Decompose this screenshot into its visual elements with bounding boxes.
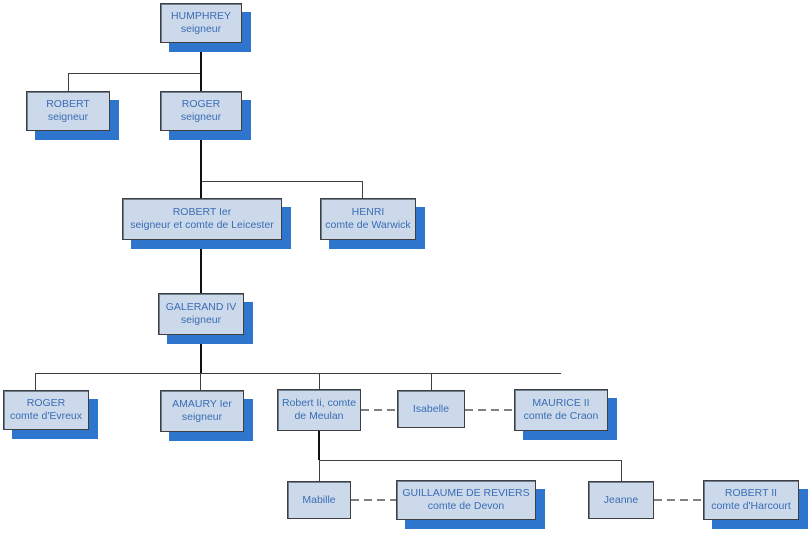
node-robert-ier-leicester[interactable]: ROBERT Ier seigneur et comte de Leiceste… (122, 198, 282, 240)
node-title: Isabelle (412, 402, 450, 415)
connector-to-robert-me (319, 373, 320, 389)
node-subtitle: comte d'Harcourt (711, 500, 791, 512)
node-subtitle: seigneur (180, 314, 222, 326)
node-title: ROBERT (46, 98, 90, 110)
node-subtitle: de Meulan (294, 410, 344, 422)
node-robert-seigneur[interactable]: ROBERT seigneur (26, 91, 110, 131)
connector-to-roger-ev (35, 373, 36, 390)
node-robert-ii-harcourt[interactable]: ROBERT II comte d'Harcourt (703, 480, 799, 520)
node-subtitle: comte de Warwick (325, 219, 411, 231)
connector-roger-down (200, 131, 202, 181)
node-title: GUILLAUME DE REVIERS (402, 487, 530, 499)
node-robert-ii-meulan[interactable]: Robert Ii, comte de Meulan (277, 389, 361, 431)
node-subtitle: comte d'Evreux (9, 410, 83, 422)
node-maurice-ii-craon[interactable]: MAURICE II comte de Craon (514, 389, 608, 431)
connector-bus-gen2 (201, 181, 362, 182)
connector-bus-gen5 (319, 460, 622, 461)
node-roger-evreux[interactable]: ROGER comte d'Evreux (3, 390, 89, 430)
node-title: Mabille (302, 493, 336, 506)
node-henri-warwick[interactable]: HENRI comte de Warwick (320, 198, 416, 240)
node-title: HUMPHREY (170, 10, 232, 22)
node-subtitle: seigneur (180, 23, 222, 35)
connector-bus-gen1 (68, 73, 202, 74)
node-title: HENRI (351, 206, 385, 218)
node-subtitle: seigneur et comte de Leicester (130, 219, 274, 231)
node-roger-seigneur[interactable]: ROGER seigneur (160, 91, 242, 131)
node-title: ROGER (181, 98, 221, 110)
node-subtitle: comte de Craon (523, 410, 599, 422)
node-title: ROBERT II (724, 487, 778, 499)
connector-galerand-down (200, 335, 202, 373)
node-title: MAURICE II (532, 397, 590, 409)
node-humphrey[interactable]: HUMPHREY seigneur (160, 3, 242, 43)
node-title: ROBERT Ier (172, 206, 232, 218)
node-jeanne[interactable]: Jeanne (588, 481, 654, 519)
connector-robert1-galerand (200, 240, 202, 293)
node-title: Jeanne (603, 493, 639, 506)
marriage-link-meulan-isabelle (361, 409, 397, 411)
node-mabille[interactable]: Mabille (287, 481, 351, 519)
node-isabelle[interactable]: Isabelle (397, 390, 465, 428)
connector-to-roger-s (200, 73, 202, 91)
marriage-link-mabille-guillaume (351, 499, 396, 501)
node-title: GALERAND IV (165, 301, 237, 313)
connector-to-amaury (200, 373, 201, 390)
node-subtitle: seigneur (181, 411, 223, 423)
marriage-link-isabelle-maurice (465, 409, 514, 411)
node-subtitle: seigneur (180, 111, 222, 123)
node-title: Robert Ii, comte (281, 397, 357, 409)
connector-to-mabille (319, 460, 320, 481)
node-amaury-ier[interactable]: AMAURY Ier seigneur (160, 390, 244, 432)
connector-bus-gen4 (35, 373, 561, 374)
node-subtitle: seigneur (47, 111, 89, 123)
connector-to-isabelle (431, 373, 432, 390)
connector-humphrey-down (200, 43, 202, 73)
node-title: ROGER (26, 397, 66, 409)
connector-meulan-down (318, 431, 320, 460)
connector-to-robert-1 (200, 181, 202, 198)
connector-to-robert-s (68, 73, 69, 91)
node-subtitle: comte de Devon (427, 500, 505, 512)
marriage-link-jeanne-robert2 (654, 499, 703, 501)
connector-to-henri (362, 181, 363, 198)
node-title: AMAURY Ier (172, 398, 232, 410)
connector-to-jeanne (621, 460, 622, 481)
node-galerand-iv[interactable]: GALERAND IV seigneur (158, 293, 244, 335)
node-guillaume-de-reviers[interactable]: GUILLAUME DE REVIERS comte de Devon (396, 480, 536, 520)
